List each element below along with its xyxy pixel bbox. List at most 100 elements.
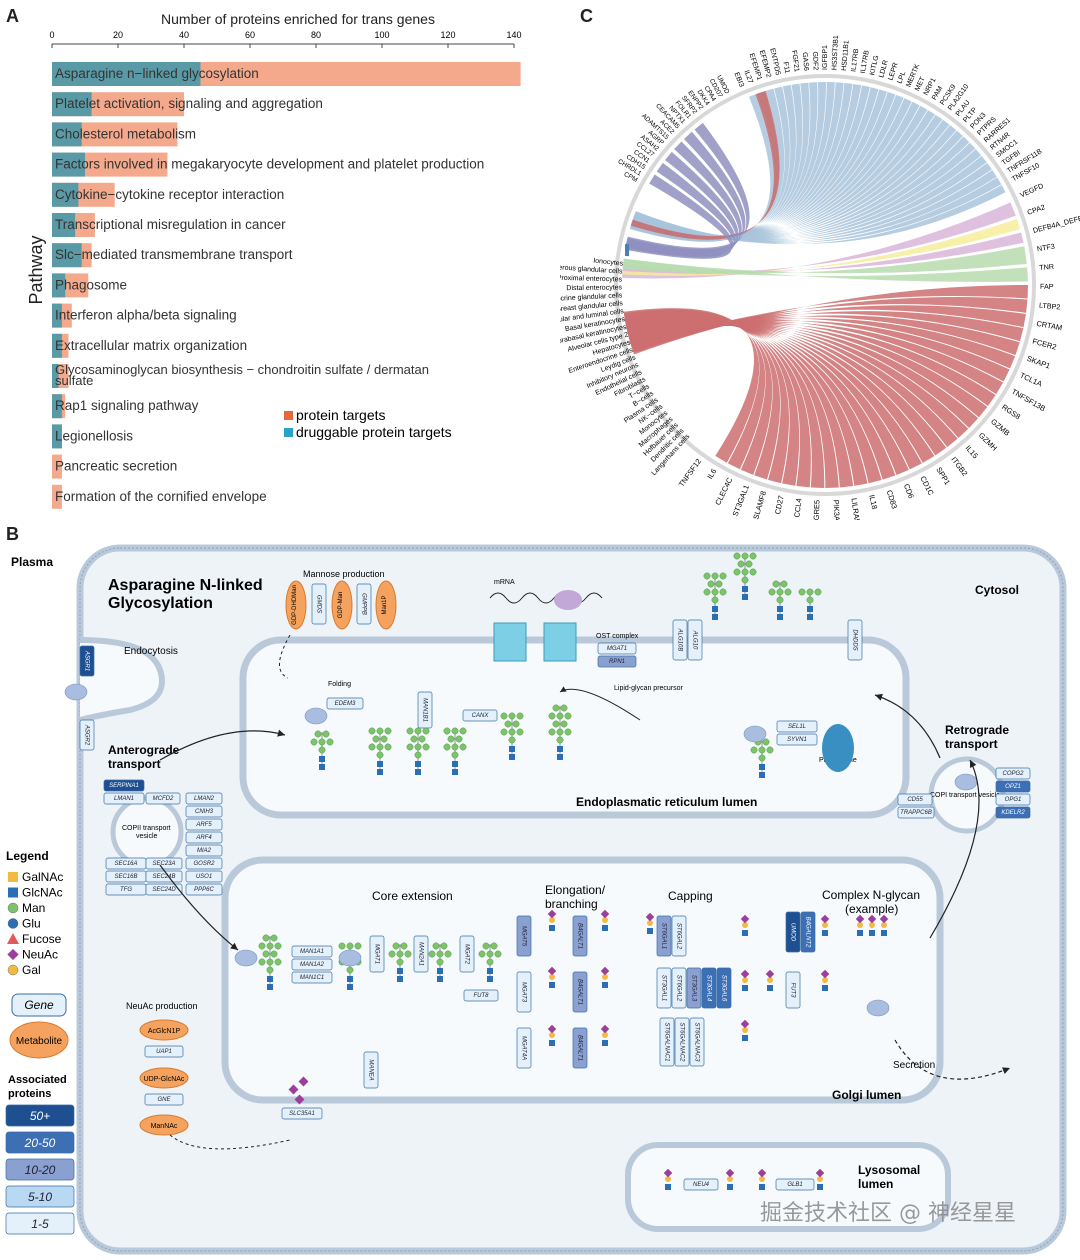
gene-box-mgat4a	[516, 1027, 532, 1069]
gene-cd55: CD55	[907, 797, 923, 803]
endocytosis-pocket	[79, 637, 165, 723]
chord-label-spp1: SPP1	[934, 465, 952, 486]
man-icon	[376, 743, 384, 751]
man-icon	[310, 738, 318, 746]
legend-gene-box	[11, 993, 67, 1017]
man-icon	[447, 735, 455, 743]
glycan-structures	[64, 552, 978, 1190]
legend-label-protein-targets: protein targets	[296, 407, 386, 423]
glcnac-icon	[777, 606, 783, 612]
man-icon	[560, 704, 568, 712]
legend-title: Legend	[6, 849, 49, 863]
panel-b: B Plasma Cytosol Endoplasmatic reticulum…	[0, 520, 1080, 1255]
cell-type-proximal-enterocytes: Proximal enterocytes	[560, 275, 623, 284]
x-tick-label: 40	[179, 30, 189, 40]
man-icon	[486, 950, 494, 958]
man-icon	[508, 736, 516, 744]
neuac-icon	[7, 948, 19, 961]
chord-label-fgf21: FGF21	[790, 50, 800, 73]
gal-icon	[602, 974, 608, 980]
category-label: Glycosaminoglycan biosynthesis − chondro…	[55, 362, 429, 377]
chord-label-gzmb: GZMB	[989, 417, 1011, 438]
man-icon	[733, 568, 741, 576]
man-icon	[512, 720, 520, 728]
category-label: Factors involved in megakaryocyte develo…	[55, 157, 484, 172]
chord-label-st3gal1: ST3GAL1	[731, 484, 751, 518]
bar-protein-targets	[52, 122, 178, 147]
svg-text:GDP-DHDMan: GDP-DHDMan	[292, 585, 298, 625]
gene-uap1: UAP1	[156, 1049, 172, 1055]
glcnac-icon	[377, 761, 383, 767]
gene-box-b4galt1-c	[572, 1027, 588, 1069]
gene-box-mia2	[185, 844, 223, 857]
chord-label-il15: IL15	[964, 443, 980, 460]
gene-box-alg10	[687, 619, 703, 661]
gene-man1c1: MAN1C1	[300, 975, 324, 981]
man-icon	[548, 728, 556, 736]
man-icon	[745, 560, 753, 568]
gene-box-man2a1	[413, 935, 429, 973]
man-icon	[270, 950, 278, 958]
man-icon	[451, 743, 459, 751]
gene-st6galnac2: ST6GALNAC2	[678, 1022, 684, 1062]
man-icon	[266, 958, 274, 966]
man-icon	[768, 588, 776, 596]
man-icon	[504, 720, 512, 728]
label-lumen: lumen	[858, 1177, 893, 1191]
gene-box-serpina1	[103, 779, 145, 792]
gene-opz1: OPZ1	[1005, 784, 1021, 790]
gene-rpn1: RPN1	[609, 659, 625, 665]
assoc-bin-label: 1-5	[31, 1217, 49, 1231]
man-icon	[814, 588, 822, 596]
neuac-icon	[815, 1168, 825, 1178]
gene-mgat3: MGAT3	[520, 982, 526, 1003]
gene-b4galt1-a: B4GALT1	[576, 923, 582, 949]
chord-label-lpl: LPL	[897, 70, 908, 84]
gal-icon	[857, 922, 863, 928]
bar-druggable-targets	[52, 213, 76, 237]
man-icon	[556, 712, 564, 720]
gene-box-uap1	[144, 1045, 184, 1058]
gene-st3gal4: ST3GAL4	[705, 975, 711, 1002]
gene-box-gosr2	[185, 857, 223, 870]
legend-metabolite-shape	[9, 1021, 69, 1059]
glcnac-icon	[881, 930, 887, 936]
man-icon	[516, 712, 524, 720]
gene-box-umod	[785, 911, 801, 953]
label-lipid-glycan: Lipid-glycan precursor	[614, 685, 684, 692]
gene-glb1: GLB1	[787, 1182, 802, 1188]
svg-text:AcGlcN1P: AcGlcN1P	[148, 1028, 181, 1035]
chord-label-lilra5: LILRA5	[849, 497, 861, 520]
gene-box-ppp6c	[185, 883, 223, 896]
glcnac-icon	[712, 606, 718, 612]
chord-label-fcer2: FCER2	[1031, 337, 1057, 352]
man-icon	[719, 572, 727, 580]
glcnac-icon	[347, 984, 353, 990]
gal-icon	[549, 917, 555, 923]
neuac-icon	[725, 1168, 735, 1178]
man-icon	[459, 727, 467, 735]
man-icon	[737, 560, 745, 568]
gene-b4galt1-b: B4GALT1	[576, 979, 582, 1005]
chord-label-pik3ap1: PIK3AP1	[832, 499, 842, 520]
legend-associated: Associated	[8, 1074, 67, 1086]
man-icon	[758, 754, 766, 762]
gene-box-cnih3	[185, 805, 223, 818]
label-ost-complex: OST complex	[596, 633, 639, 640]
gene-box-st3gal6	[716, 967, 732, 1009]
ribbon-immune	[624, 310, 773, 475]
man-icon	[784, 588, 792, 596]
chord-label-ebi3: EBI3	[732, 71, 744, 88]
label-elongation: Elongation/	[545, 883, 606, 897]
man-icon	[266, 966, 274, 974]
man-icon	[780, 580, 788, 588]
chord-label-cd27: CD27	[773, 495, 786, 516]
man-icon	[711, 596, 719, 604]
svg-text:GDP-Man: GDP-Man	[338, 592, 344, 619]
gene-box-mcfd2	[145, 792, 181, 805]
chord-label-ccl4: CCL4	[792, 498, 803, 518]
man-icon	[396, 950, 404, 958]
man-icon	[418, 735, 426, 743]
